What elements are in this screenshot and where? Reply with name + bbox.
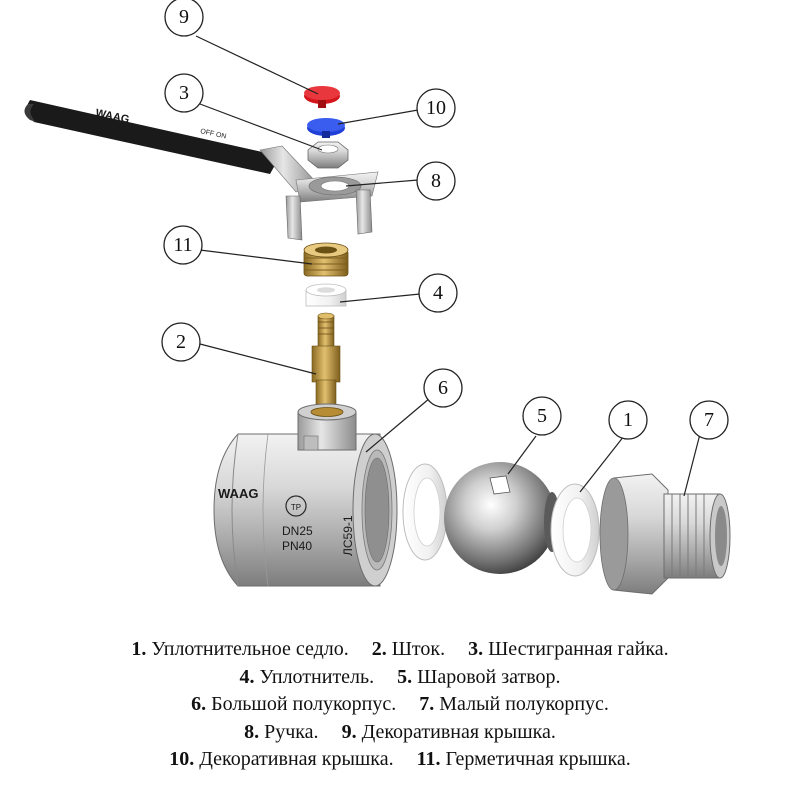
legend-number: 10. bbox=[169, 748, 195, 770]
legend-line: 6. Большой полукорпус. 7. Малый полукорп… bbox=[0, 691, 800, 719]
legend-text: Малый полукорпус. bbox=[439, 693, 609, 715]
legend-text: Уплотнительное седло. bbox=[151, 638, 349, 660]
legend-line: 4. Уплотнитель. 5. Шаровой затвор. bbox=[0, 664, 800, 692]
legend-text: Уплотнитель. bbox=[259, 665, 375, 688]
legend-number: 4. bbox=[239, 665, 255, 688]
callout-7: 7 bbox=[689, 400, 729, 440]
legend-item: 10. Декоративная крышка. bbox=[169, 748, 393, 770]
legend-number: 9. bbox=[341, 720, 357, 743]
legend-item: 9. Декоративная крышка. bbox=[342, 721, 556, 743]
callout-label-1: 1 bbox=[623, 409, 633, 431]
legend-text: Декоративная крышка. bbox=[361, 720, 556, 743]
callout-5: 5 bbox=[522, 396, 562, 436]
legend-number: 5. bbox=[397, 665, 413, 688]
callout-label-3: 3 bbox=[179, 82, 189, 104]
legend-text: Шестигранная гайка. bbox=[488, 638, 669, 660]
blue-cap-part-10 bbox=[307, 118, 345, 138]
legend-item: 8. Ручка. bbox=[244, 721, 318, 743]
legend-text: Шаровой затвор. bbox=[417, 665, 561, 688]
callout-label-2: 2 bbox=[176, 331, 186, 353]
legend-item: 6. Большой полукорпус. bbox=[191, 693, 396, 715]
legend-number: 2. bbox=[371, 638, 387, 660]
sealed-cap-part-11 bbox=[303, 242, 349, 277]
legend-text: Большой полукорпус. bbox=[211, 693, 397, 715]
legend-text: Герметичная крышка. bbox=[445, 748, 631, 770]
callout-label-10: 10 bbox=[426, 97, 446, 119]
callout-6: 6 bbox=[423, 368, 463, 408]
ball-part-5 bbox=[444, 462, 560, 574]
legend-item: 7. Малый полукорпус. bbox=[419, 693, 609, 715]
exploded-valve-diagram: WAAG OFF ON bbox=[24, 0, 731, 595]
legend-line: 8. Ручка. 9. Декоративная крышка. bbox=[0, 719, 800, 747]
legend-item: 1. Уплотнительное седло. bbox=[131, 638, 348, 660]
seat-ring-left bbox=[402, 463, 448, 561]
body-material-text: ЛС59-1 bbox=[341, 515, 355, 556]
body-pressure-text: PN40 bbox=[282, 539, 312, 553]
small-half-body-part-7 bbox=[599, 473, 731, 595]
callout-3: 3 bbox=[164, 73, 204, 113]
legend-line: 10. Декоративная крышка. 11. Герметичная… bbox=[0, 746, 800, 774]
legend-item: 4. Уплотнитель. bbox=[239, 666, 374, 688]
body-brand-text: WAAG bbox=[218, 486, 258, 501]
cert-mark-text: ТР bbox=[291, 503, 301, 512]
callout-label-6: 6 bbox=[438, 377, 448, 399]
legend-number: 3. bbox=[468, 638, 484, 660]
legend-item: 5. Шаровой затвор. bbox=[397, 666, 560, 688]
legend-number: 11. bbox=[416, 748, 441, 770]
legend-text: Декоративная крышка. bbox=[199, 748, 394, 770]
large-half-body-part-6: WAAG ТР DN25 PN40 ЛС59-1 bbox=[213, 403, 398, 587]
stem-part-2 bbox=[311, 312, 341, 407]
handle-part-8: WAAG OFF ON bbox=[24, 100, 379, 241]
callout-2: 2 bbox=[161, 322, 201, 362]
callout-label-9: 9 bbox=[179, 6, 189, 28]
legend-number: 8. bbox=[244, 720, 260, 743]
callout-8: 8 bbox=[416, 161, 456, 201]
callout-4: 4 bbox=[418, 273, 458, 313]
callout-11: 11 bbox=[163, 225, 203, 265]
handle-onoff-text: OFF ON bbox=[200, 128, 227, 140]
seal-ring-part-4 bbox=[305, 283, 347, 307]
body-size-text: DN25 bbox=[282, 524, 313, 538]
callout-10: 10 bbox=[416, 88, 456, 128]
seat-ring-part-1 bbox=[550, 483, 600, 577]
hex-nut-part-3 bbox=[307, 141, 349, 169]
callout-label-11: 11 bbox=[173, 234, 192, 256]
legend-text: Ручка. bbox=[264, 720, 319, 743]
callout-9: 9 bbox=[164, 0, 204, 37]
legend-item: 11. Герметичная крышка. bbox=[417, 748, 631, 770]
callout-label-4: 4 bbox=[433, 282, 443, 304]
legend-text: Шток. bbox=[391, 638, 446, 660]
leader-lines bbox=[195, 35, 701, 497]
legend-number: 7. bbox=[419, 693, 435, 715]
legend-number: 6. bbox=[191, 693, 207, 715]
callout-label-5: 5 bbox=[537, 405, 547, 427]
callout-1: 1 bbox=[608, 400, 648, 440]
legend-line: 1. Уплотнительное седло. 2. Шток. 3. Шес… bbox=[0, 636, 800, 664]
parts-legend: 1. Уплотнительное седло. 2. Шток. 3. Шес… bbox=[0, 636, 800, 774]
callout-label-7: 7 bbox=[704, 409, 714, 431]
legend-item: 3. Шестигранная гайка. bbox=[468, 638, 669, 660]
callout-label-8: 8 bbox=[431, 170, 441, 192]
legend-item: 2. Шток. bbox=[372, 638, 445, 660]
legend-number: 1. bbox=[131, 638, 147, 660]
